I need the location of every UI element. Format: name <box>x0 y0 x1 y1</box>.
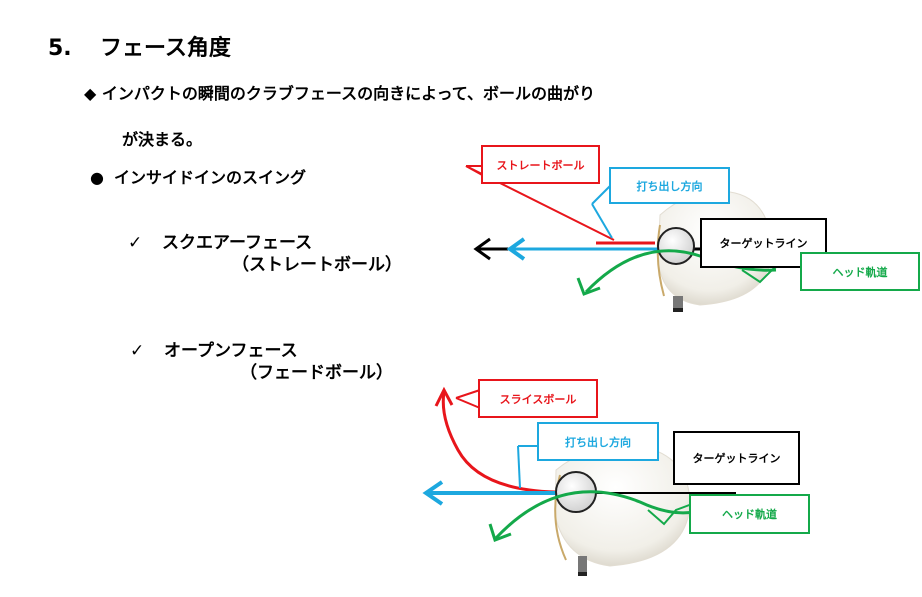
slice-arrow-icon <box>434 386 454 407</box>
launch-arrow-icon <box>422 480 444 506</box>
head-path-label: ヘッド軌道 <box>689 494 810 534</box>
head-path-arrow-icon <box>576 277 601 296</box>
item-face-label: オープンフェース <box>164 341 298 361</box>
item-square-result: （ストレートボール） <box>232 255 402 275</box>
swing-type-label: インサイドインのスイング <box>114 168 307 187</box>
golf-ball-icon <box>657 227 695 265</box>
diamond-bullet-icon: ◆ <box>84 84 97 103</box>
item-square-face: ✓ スクエアーフェース <box>128 228 312 253</box>
ball-leader-line <box>455 389 481 399</box>
target-arrow-icon <box>473 237 491 261</box>
target-line-label: ターゲットライン <box>673 431 800 485</box>
head-path-label: ヘッド軌道 <box>800 252 920 291</box>
swing-type: ● インサイドインのスイング <box>90 164 306 188</box>
direction-leader-line <box>591 185 611 205</box>
diagram-open-face <box>422 386 736 576</box>
page-title: 5. フェース角度 <box>48 30 231 62</box>
check-icon: ✓ <box>128 233 143 253</box>
item-open-result: （フェードボール） <box>240 363 393 383</box>
launch-arrow-icon <box>506 237 526 261</box>
intro-text-1: インパクトの瞬間のクラブフェースの向きによって、ボールの曲がり <box>101 84 596 103</box>
item-face-label: スクエアーフェース <box>162 233 313 253</box>
direction-leader-line <box>517 445 521 489</box>
head-path-curve <box>584 249 777 294</box>
dot-bullet-icon: ● <box>90 168 104 187</box>
intro-line-2: が決まる。 <box>122 130 203 149</box>
intro-line-1: ◆ インパクトの瞬間のクラブフェースの向きによって、ボールの曲がり <box>84 80 595 104</box>
section-title: フェース角度 <box>100 36 231 61</box>
path-leader-line <box>647 503 693 526</box>
slice-ball-path <box>441 391 556 494</box>
slice-ball-label: スライスボール <box>478 379 598 418</box>
head-path-arrow-icon <box>488 523 512 542</box>
launch-direction-label: 打ち出し方向 <box>609 167 730 204</box>
section-number: 5. <box>48 36 72 61</box>
launch-direction-label: 打ち出し方向 <box>537 422 659 461</box>
item-open-face: ✓ オープンフェース <box>130 336 298 361</box>
direction-leader-line <box>591 203 613 239</box>
check-icon: ✓ <box>130 341 145 361</box>
ball-leader-line <box>455 397 481 409</box>
straight-ball-label: ストレートボール <box>481 145 600 184</box>
